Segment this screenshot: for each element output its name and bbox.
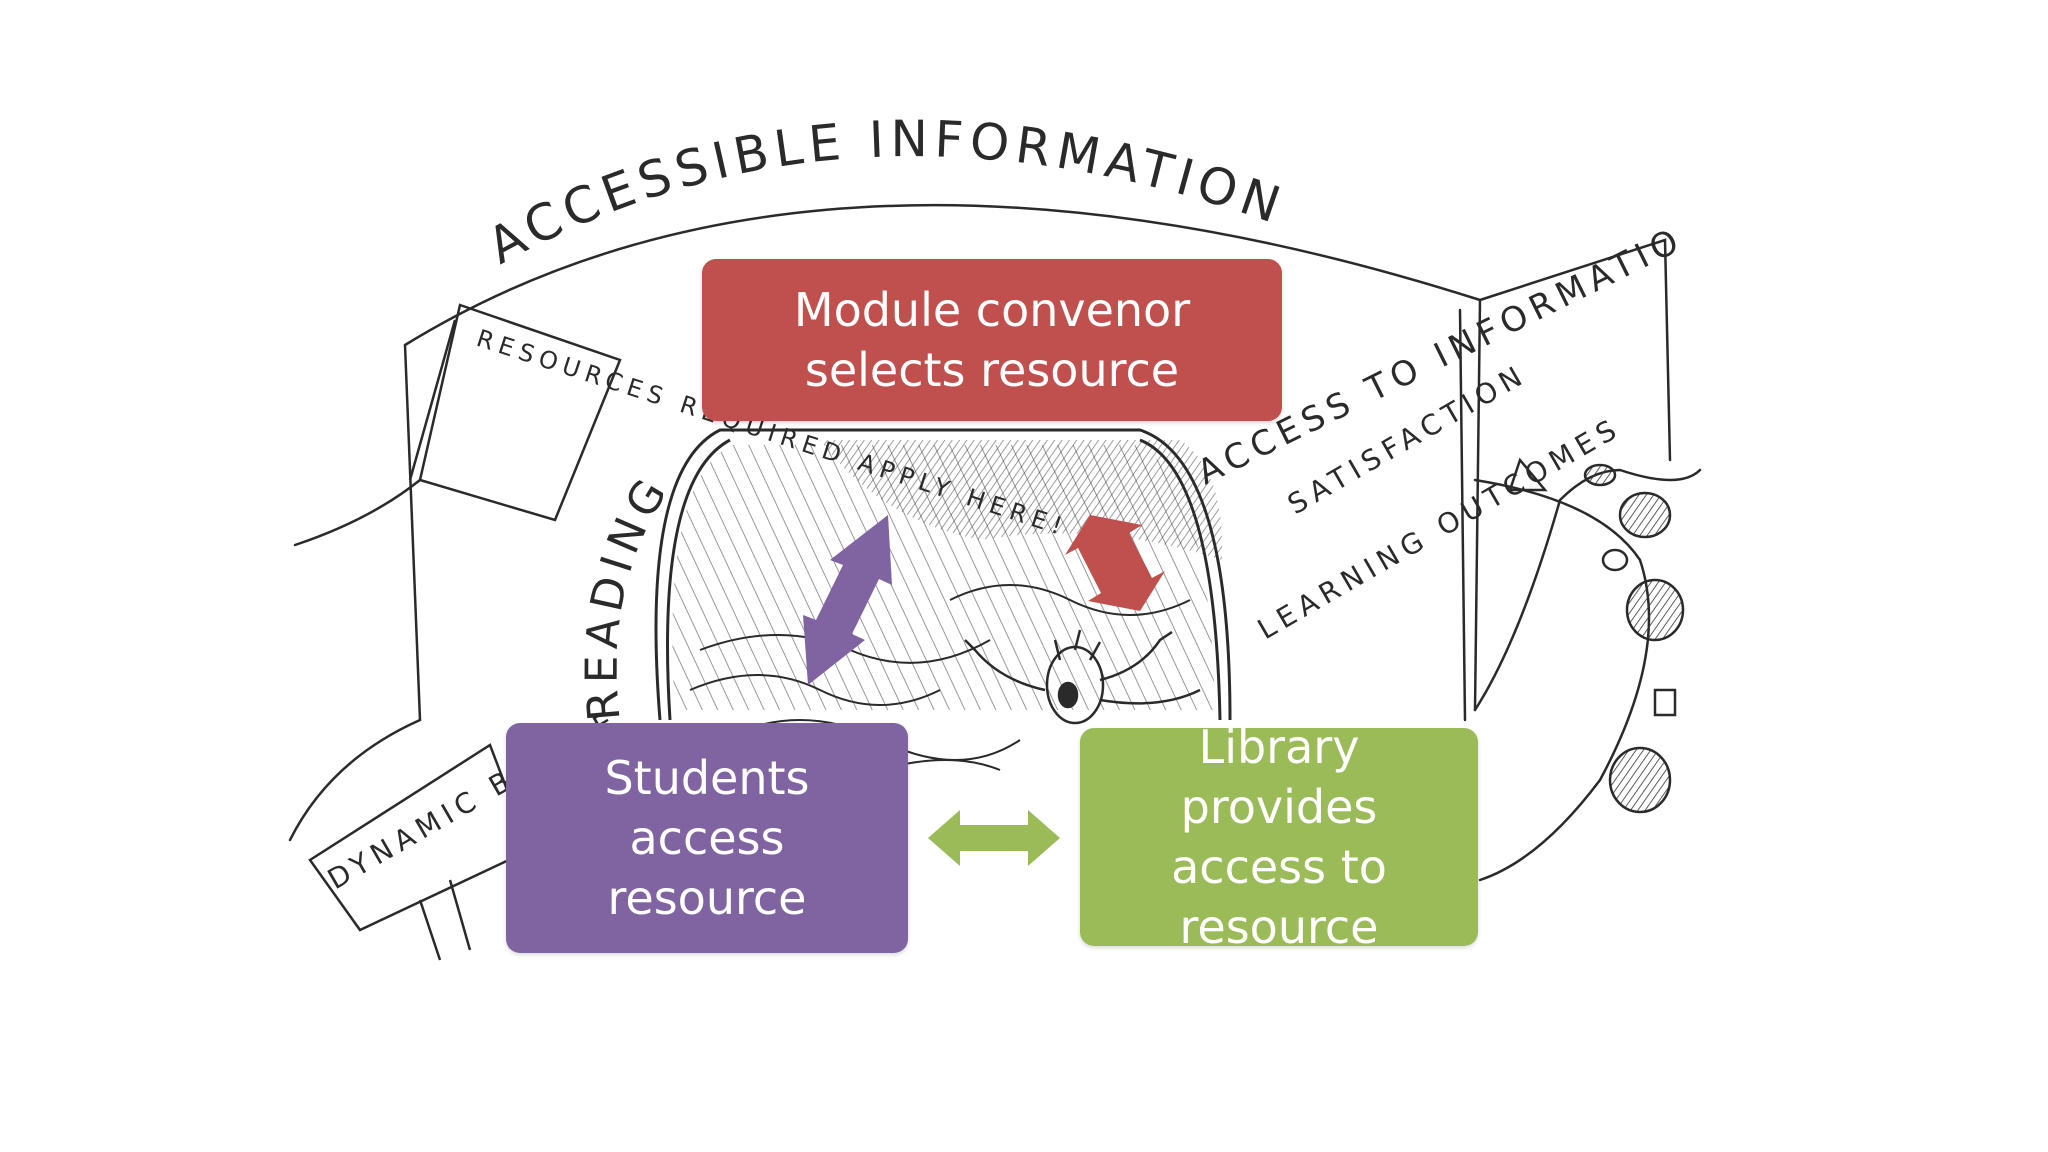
students-library-arrow [928,810,1060,866]
resources-sign [408,303,622,522]
students-access-box: Students access resource [506,723,908,953]
library-module-arrow [1065,515,1165,611]
module-convenor-box: Module convenor selects resource [702,259,1282,421]
library-provides-box: Library provides access to resource [1080,720,1478,954]
library-provides-text: Library provides access to resource [1171,720,1387,954]
person-figure [964,629,1201,725]
building-outline [288,203,1702,882]
side-doodles [1508,457,1685,814]
students-module-arrow [803,515,892,685]
students-access-text: Students access resource [604,751,810,925]
module-convenor-text: Module convenor selects resource [793,283,1191,397]
